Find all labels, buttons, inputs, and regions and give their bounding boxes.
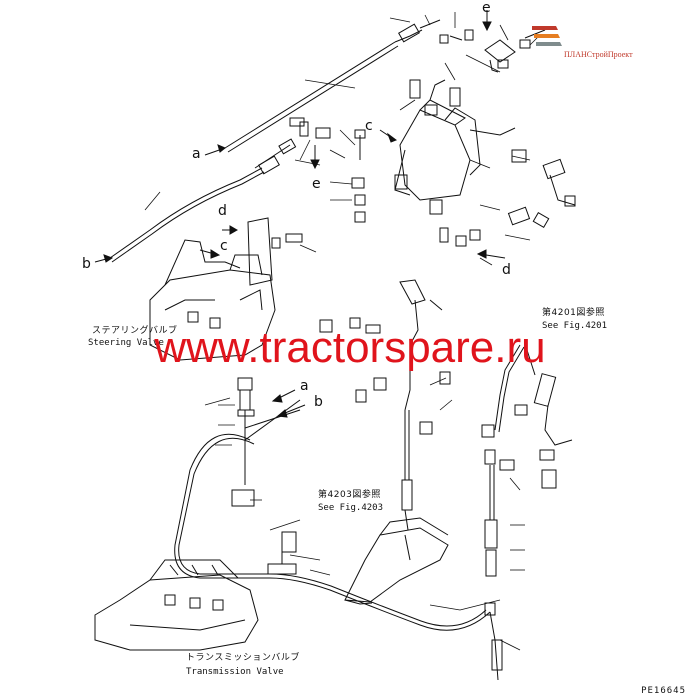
watermark-text: www.tractorspare.ru [154,323,546,372]
direction-arrows [94,10,536,418]
lever-bracket-assembly [394,79,576,229]
arrow-label-c-mid: c [220,238,228,254]
steering-valve-label-jp: ステアリングバルブ [92,326,178,336]
arrow-label-b-left: b [82,256,91,272]
arrow-label-a-bottom: a [300,378,309,394]
left-rod-assembly [231,377,301,575]
steering-valve [149,239,276,361]
figure-ref-4201-jp: 第4201図参照 [542,308,605,318]
leader-lines [144,12,541,651]
arrow-label-a-top: a [192,146,201,162]
cable-bracket [247,217,303,286]
top-lever [484,29,546,73]
arrow-label-e-top: e [482,0,491,16]
company-logo: ПЛАНСтройПроект [528,18,678,68]
right-lever-assembly [399,279,573,577]
steering-valve-label-en: Steering Valve [88,338,164,348]
figure-ref-4203-en: See Fig.4203 [318,503,384,513]
arrow-label-e-mid: e [312,176,321,192]
figure-ref-4203-jp: 第4203図参照 [318,490,381,500]
arrow-label-b-bottom: b [314,394,323,410]
upper-control-cable [224,19,441,169]
arrow-label-c-top: c [365,118,373,134]
transmission-cable [174,433,503,681]
logo-mark [532,26,562,46]
logo-text: ПЛАНСтройПроект [564,50,633,59]
arrow-label-d-right: d [502,262,511,278]
top-fasteners [289,29,474,223]
page-number: PE16645 [641,686,686,696]
transmission-valve-label-jp: トランスミッションバルブ [186,653,300,663]
left-control-cable [109,155,280,263]
transmission-valve-label-en: Transmission Valve [186,667,284,677]
arrow-label-d-top: d [218,203,227,219]
pedal [344,517,449,605]
mid-fasteners [319,227,528,471]
transmission-valve [94,559,259,651]
figure-ref-4201-en: See Fig.4201 [542,321,608,331]
center-cable [401,360,413,531]
